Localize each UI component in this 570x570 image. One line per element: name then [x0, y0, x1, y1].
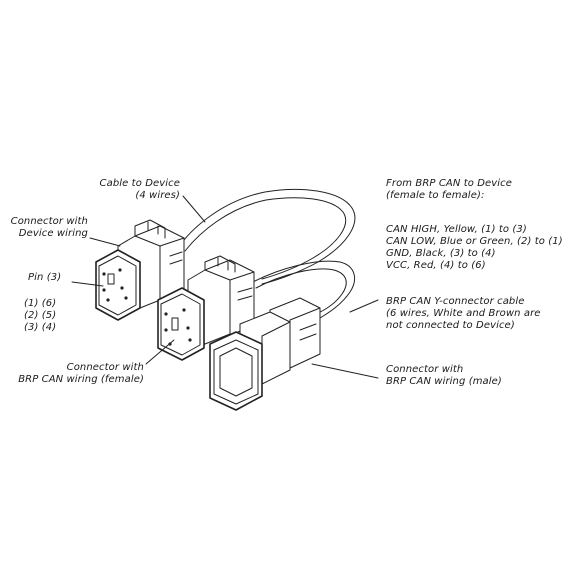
y-cable-line1: BRP CAN Y-connector cable: [386, 296, 525, 307]
cable-to-device-line2: (4 wires): [135, 190, 180, 201]
pin-title: Pin (3): [28, 272, 62, 283]
connector-device-line1: Connector with: [10, 216, 88, 227]
connector-brp-female-label: Connector with BRP CAN wiring (female): [10, 362, 144, 386]
wire-map-vcc: VCC, Red, (4) to (6): [386, 260, 486, 271]
pin-pair-2: (2) (5): [24, 310, 57, 321]
y-cable-line2: (6 wires, White and Brown are: [386, 308, 541, 319]
connector-brp-male-label: Connector with BRP CAN wiring (male): [386, 364, 502, 388]
from-brp-label: From BRP CAN to Device (female to female…: [386, 178, 512, 202]
brp-male-connector: [209, 297, 321, 411]
from-brp-line1: From BRP CAN to Device: [386, 178, 513, 189]
y-cable: [252, 260, 356, 319]
connector-brp-male-line1: Connector with: [386, 364, 464, 375]
wire-map-can-high: CAN HIGH, Yellow, (1) to (3): [386, 224, 527, 235]
connector-brp-female-line1: Connector with: [66, 362, 144, 373]
leader-lines: [71, 195, 379, 379]
pin-pair-3: (3) (4): [24, 322, 57, 333]
y-cable-label: BRP CAN Y-connector cable (6 wires, Whit…: [386, 296, 541, 332]
y-cable-line3: not connected to Device): [386, 320, 515, 331]
connector-brp-male-line2: BRP CAN wiring (male): [386, 376, 502, 387]
wire-map-can-low: CAN LOW, Blue or Green, (2) to (1): [386, 236, 563, 247]
device-cable: [179, 188, 356, 285]
connector-device-wiring-label: Connector with Device wiring: [0, 216, 88, 240]
connector-brp-female-line2: BRP CAN wiring (female): [18, 374, 144, 385]
pin-pairs: (1) (6) (2) (5) (3) (4): [24, 298, 56, 334]
wire-map: CAN HIGH, Yellow, (1) to (3) CAN LOW, Bl…: [386, 224, 563, 272]
from-brp-line2: (female to female):: [386, 190, 485, 201]
connector-device-line2: Device wiring: [18, 228, 88, 239]
pin-pair-1: (1) (6): [24, 298, 57, 309]
cable-to-device-line1: Cable to Device: [99, 178, 180, 189]
wire-map-gnd: GND, Black, (3) to (4): [386, 248, 496, 259]
brp-female-connector: [157, 255, 255, 361]
device-connector: [95, 219, 185, 321]
cable-to-device-label: Cable to Device (4 wires): [60, 178, 180, 202]
